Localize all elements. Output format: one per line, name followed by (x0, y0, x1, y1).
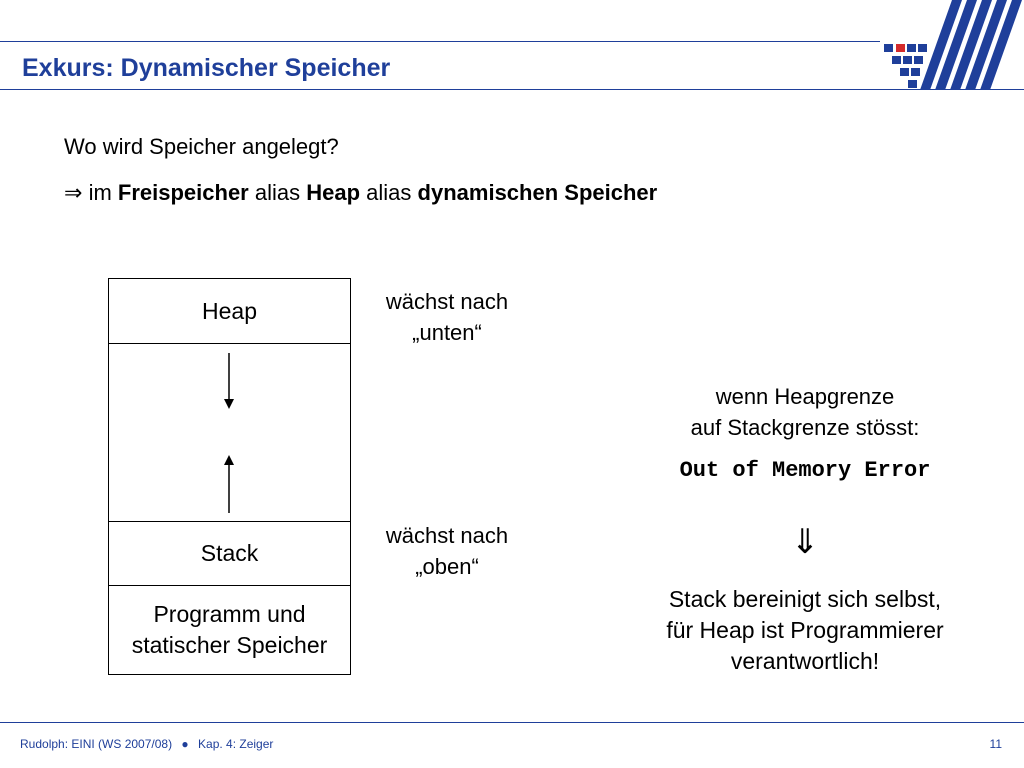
implies-symbol: ⇒ (64, 180, 83, 205)
heap-growth-line1: wächst nach (385, 289, 509, 314)
stack-growth-arrow-icon (224, 455, 234, 513)
program-label: Programm und statischer Speicher (132, 599, 328, 661)
university-logo-icon (884, 0, 1022, 90)
answer-part-3: alias (366, 180, 412, 205)
implies-down-icon: ⇓ (790, 523, 820, 561)
result-line3: verantwortlich! (730, 648, 880, 674)
condition-line2: auf Stackgrenze stösst: (690, 415, 920, 440)
term-heap: Heap (306, 180, 361, 205)
answer-text: ⇒ im Freispeicher alias Heap alias dynam… (64, 180, 657, 206)
out-of-memory-error: Out of Memory Error (679, 458, 931, 483)
program-static-box: Programm und statischer Speicher (108, 585, 351, 675)
stack-label: Stack (200, 540, 259, 566)
footer: Rudolph: EINI (WS 2007/08) ● Kap. 4: Zei… (20, 737, 273, 751)
growth-arrows (224, 353, 234, 513)
footer-chapter: Kap. 4: Zeiger (198, 737, 274, 751)
program-label-line2: statischer Speicher (131, 632, 328, 658)
footer-separator: ● (181, 737, 189, 751)
header-top-rule (0, 41, 880, 42)
page-number: 11 (989, 737, 1002, 751)
program-label-line1: Programm und (153, 601, 306, 627)
heap-growth-note: wächst nach „unten“ (362, 286, 532, 348)
footer-rule (0, 722, 1024, 723)
answer-part-2: alias (254, 180, 301, 205)
heap-label: Heap (202, 297, 257, 324)
stack-growth-note: wächst nach „oben“ (362, 520, 532, 582)
cleanup-note: Stack bereinigt sich selbst, für Heap is… (630, 584, 980, 677)
footer-course: Rudolph: EINI (WS 2007/08) (20, 737, 173, 751)
heap-growth-line2: „unten“ (412, 320, 482, 345)
stack-box: Stack (108, 521, 351, 586)
stack-growth-line2: „oben“ (415, 554, 479, 579)
heap-growth-arrow-icon (224, 353, 234, 409)
term-dynamic-memory: dynamischen Speicher (417, 180, 658, 205)
question-text: Wo wird Speicher angelegt? (64, 134, 339, 159)
condition-line1: wenn Heapgrenze (715, 384, 895, 409)
term-freispeicher: Freispeicher (117, 180, 249, 205)
answer-part-1: im (88, 180, 112, 205)
stack-growth-line1: wächst nach (385, 523, 509, 548)
title-rule (0, 89, 1024, 90)
collision-condition: wenn Heapgrenze auf Stackgrenze stösst: (645, 381, 965, 443)
slide-title: Exkurs: Dynamischer Speicher (22, 54, 391, 82)
result-line2: für Heap ist Programmierer (666, 617, 944, 643)
result-line1: Stack bereinigt sich selbst, (668, 586, 942, 612)
heap-box: Heap (108, 278, 351, 344)
